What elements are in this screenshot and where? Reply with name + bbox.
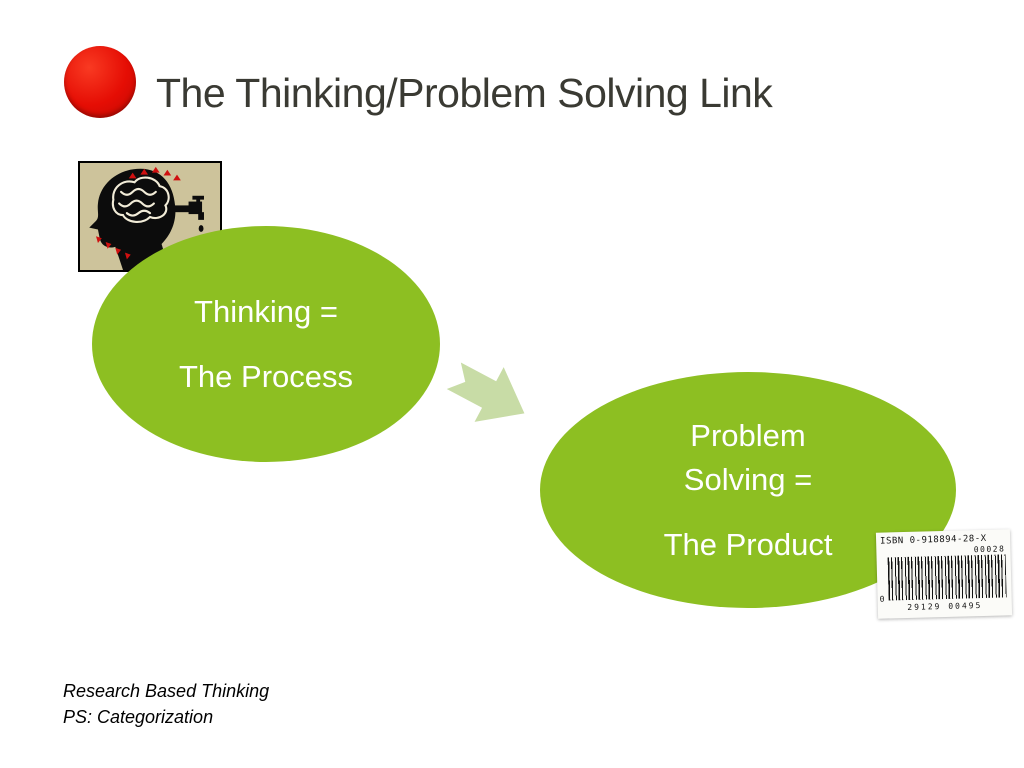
slide-title: The Thinking/Problem Solving Link (156, 70, 773, 116)
problem-solving-ellipse-line2: The Product (663, 526, 833, 562)
barcode-middle: 00028 0 (880, 544, 1007, 604)
red-triangles-top (128, 166, 181, 181)
barcode-left-digit: 0 (879, 594, 885, 604)
barcode-top-right-digits: 00028 (971, 544, 1006, 555)
red-circle-bullet-icon (64, 46, 136, 118)
footer-note: Research Based Thinking PS: Categorizati… (63, 678, 269, 730)
isbn-barcode-image: ISBN 0-918894-28-X 00028 0 29129 00495 (875, 529, 1013, 619)
footer-line1: Research Based Thinking (63, 681, 270, 701)
brain-squiggles (111, 176, 170, 223)
thinking-ellipse-line1: Thinking = (194, 293, 338, 329)
thinking-process-ellipse: Thinking = The Process (92, 226, 440, 462)
barcode-bars (887, 554, 1007, 601)
right-block-arrow (446, 362, 525, 422)
problem-solving-ellipse-line1: Problem Solving = (683, 417, 813, 497)
thinking-ellipse-line2: The Process (178, 358, 353, 394)
footer-line2: PS: Categorization (63, 707, 214, 727)
barcode-bottom-digits: 29129 00495 (907, 601, 983, 612)
thinking-head-clipart-image (78, 161, 222, 272)
link-arrow-icon (435, 347, 550, 454)
head-brain-faucet-icon (80, 163, 220, 270)
